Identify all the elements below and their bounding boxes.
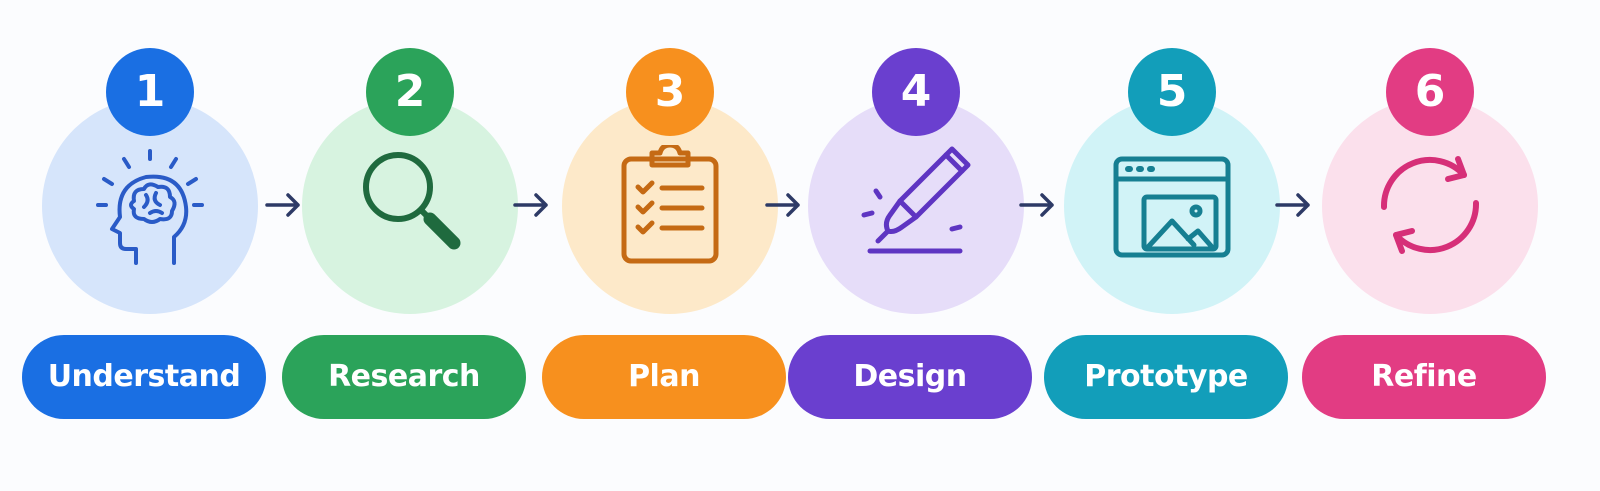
arrow-right-icon bbox=[1018, 190, 1058, 220]
step-refine: 6 Refine bbox=[1302, 0, 1562, 491]
step-understand: 1 Understand bbox=[22, 0, 282, 491]
step-number-badge: 2 bbox=[366, 48, 454, 136]
step-number-badge: 5 bbox=[1128, 48, 1216, 136]
arrow-right-icon bbox=[264, 190, 304, 220]
refresh-cycle-icon bbox=[1370, 145, 1490, 265]
step-label: Plan bbox=[542, 335, 786, 419]
step-label: Refine bbox=[1302, 335, 1546, 419]
step-number-badge: 3 bbox=[626, 48, 714, 136]
step-label: Design bbox=[788, 335, 1032, 419]
step-number-badge: 4 bbox=[872, 48, 960, 136]
step-plan: 3 Plan bbox=[542, 0, 802, 491]
magnifier-icon bbox=[350, 145, 470, 265]
step-design: 4 Design bbox=[788, 0, 1048, 491]
step-label: Prototype bbox=[1044, 335, 1288, 419]
arrow-right-icon bbox=[512, 190, 552, 220]
pencil-icon bbox=[856, 145, 976, 265]
arrow-right-icon bbox=[1274, 190, 1314, 220]
step-number-badge: 1 bbox=[106, 48, 194, 136]
step-research: 2 Research bbox=[282, 0, 542, 491]
browser-window-icon bbox=[1112, 145, 1232, 265]
step-label: Research bbox=[282, 335, 526, 419]
step-prototype: 5 Prototype bbox=[1044, 0, 1304, 491]
step-number-badge: 6 bbox=[1386, 48, 1474, 136]
step-label: Understand bbox=[22, 335, 266, 419]
arrow-right-icon bbox=[764, 190, 804, 220]
brain-head-icon bbox=[90, 145, 210, 265]
clipboard-checklist-icon bbox=[610, 145, 730, 265]
